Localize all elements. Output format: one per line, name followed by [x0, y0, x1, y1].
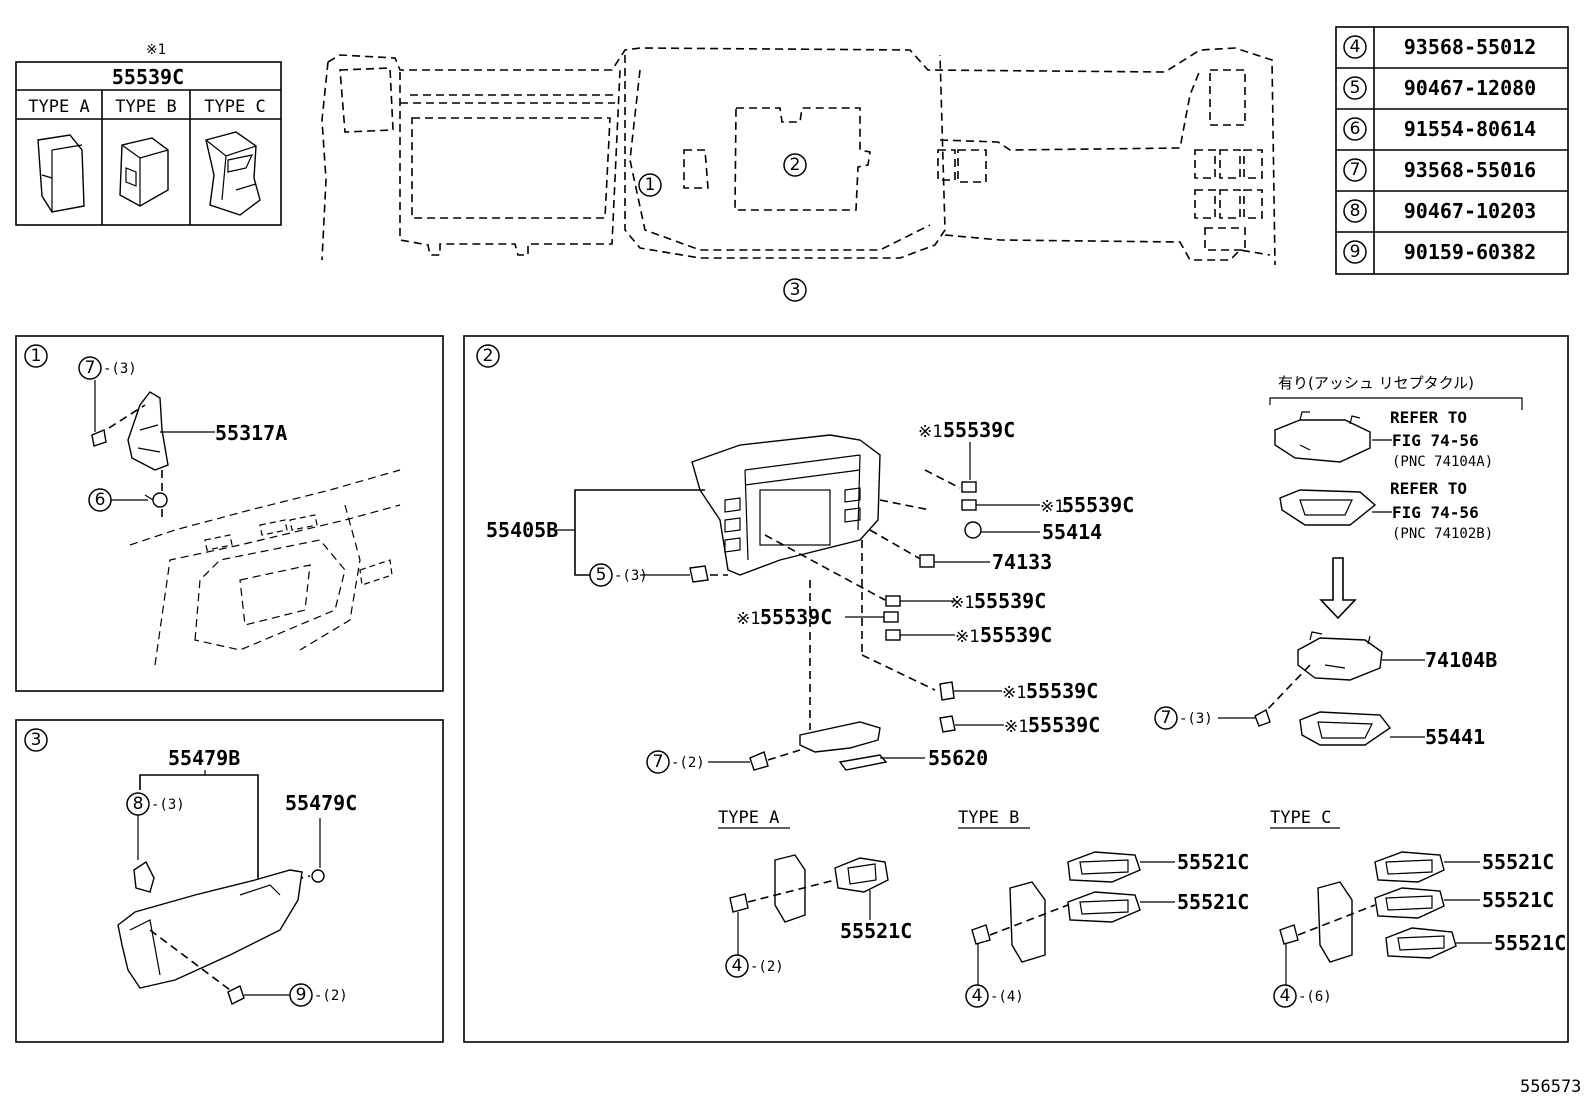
- switch-blank-type-b-drawing: [119, 137, 169, 207]
- panel-2-55521c-c1: 55521C: [1482, 850, 1554, 874]
- panel-2-refer2-line3: (PNC 74102B): [1392, 526, 1493, 542]
- panel-2-note-a: ※1: [918, 422, 942, 442]
- panel-3-part-55479B: 55479B: [168, 746, 240, 770]
- panel-2-55539c-b: 55539C: [1062, 493, 1134, 517]
- fastener-part-number: 93568-55016: [1404, 158, 1536, 182]
- type-table: ※1 55539C TYPE A TYPE B TYPE C: [15, 42, 282, 226]
- type-table-type-b: TYPE B: [115, 97, 176, 117]
- panel-2-part-55405B: 55405B: [486, 518, 558, 542]
- panel-2-refer1-line1: REFER TO: [1390, 408, 1467, 427]
- panel-3-qty-8: -(3): [151, 797, 185, 813]
- fastener-part-number: 91554-80614: [1404, 117, 1536, 141]
- panel-2-ref-4b: 4: [972, 986, 983, 1006]
- panel-2-ref-7: 7: [653, 752, 664, 772]
- panel-2-ref-5: 5: [596, 565, 607, 585]
- panel-2-note-b: ※1: [1040, 497, 1064, 517]
- panel-3-part-55479C: 55479C: [285, 791, 357, 815]
- fastener-part-number: 90159-60382: [1404, 240, 1536, 264]
- panel-3-ref-9: 9: [296, 985, 307, 1005]
- panel-2-note-f: ※1: [1002, 683, 1026, 703]
- fastener-part-number: 93568-55012: [1404, 35, 1536, 59]
- fastener-ref-circle: [1343, 76, 1367, 100]
- panel-2-qty-7b: -(3): [1179, 711, 1213, 727]
- fastener-ref: 6: [1350, 119, 1361, 139]
- panel-3-qty-9: -(2): [314, 988, 348, 1004]
- type-table-note: ※1: [146, 42, 166, 58]
- panel-2-55539c-d: 55539C: [760, 605, 832, 629]
- type-table-type-c: TYPE C: [204, 97, 265, 117]
- overview-callout-1: 1: [645, 175, 656, 195]
- panel-2-type-b: TYPE B: [958, 808, 1019, 828]
- panel-2-55539c-e: 55539C: [980, 623, 1052, 647]
- panel-2-ref-4c: 4: [1280, 986, 1291, 1006]
- panel-2-part-55620: 55620: [928, 746, 988, 770]
- panel-2-note-e: ※1: [955, 627, 979, 647]
- fastener-ref: 8: [1350, 201, 1361, 221]
- panel-2: 2 55405B 5 -(3) ※1 55539C ※1 55539C 5541…: [463, 335, 1569, 1043]
- fastener-ref: 9: [1350, 242, 1361, 262]
- panel-2-refer1-line2: FIG 74-56: [1392, 431, 1479, 450]
- overview-callout-3: 3: [790, 280, 801, 300]
- panel-2-55521c-c2: 55521C: [1482, 888, 1554, 912]
- panel-2-part-74133: 74133: [992, 550, 1052, 574]
- switch-blank-type-c-drawing: [205, 131, 261, 216]
- panel-1-id: 1: [31, 346, 42, 366]
- panel-2-part-74104B: 74104B: [1425, 648, 1497, 672]
- type-table-part: 55539C: [112, 65, 184, 89]
- fastener-ref-circle: [1343, 158, 1367, 182]
- panel-2-ref-7b: 7: [1161, 708, 1172, 728]
- panel-2-note-c: ※1: [950, 593, 974, 613]
- panel-2-part-55414: 55414: [1042, 520, 1102, 544]
- panel-2-55539c-a: 55539C: [943, 418, 1015, 442]
- dashboard-overview: 1 2 3: [321, 47, 1276, 302]
- fastener-part-number: 90467-10203: [1404, 199, 1536, 223]
- panel-1-qty-7: -(3): [103, 361, 137, 377]
- panel-1: 1 55317A 7 -(3) 6: [15, 335, 444, 692]
- panel-2-part-55441: 55441: [1425, 725, 1485, 749]
- fastener-ref: 5: [1350, 78, 1361, 98]
- fastener-ref-circle: [1343, 117, 1367, 141]
- type-table-type-a: TYPE A: [28, 97, 89, 117]
- panel-2-refer2-line1: REFER TO: [1390, 479, 1467, 498]
- panel-2-qty-7: -(2): [671, 755, 705, 771]
- panel-2-55521c-a: 55521C: [840, 919, 912, 943]
- switch-blank-type-a-drawing: [37, 134, 85, 213]
- panel-2-note-g: ※1: [1004, 717, 1028, 737]
- panel-3-id: 3: [31, 730, 42, 750]
- fastener-ref-circle: [1343, 240, 1367, 264]
- panel-2-55539c-g: 55539C: [1028, 713, 1100, 737]
- panel-2-refer2-line2: FIG 74-56: [1392, 503, 1479, 522]
- fastener-ref: 7: [1350, 160, 1361, 180]
- panel-2-qty-4c: -(6): [1298, 989, 1332, 1005]
- fastener-table: 4 93568-55012 5 90467-12080 6 91554-80614 7 935…: [1335, 26, 1569, 275]
- panel-2-type-a: TYPE A: [718, 808, 779, 828]
- panel-1-part-55317A: 55317A: [215, 421, 287, 445]
- panel-3: 3 55479B 8 -(3) 55479C 9 -(2): [15, 719, 444, 1043]
- overview-callout-2: 2: [790, 155, 801, 175]
- fastener-ref-circle: [1343, 35, 1367, 59]
- panel-2-55521c-c3: 55521C: [1494, 931, 1566, 955]
- panel-2-qty-5: -(3): [614, 568, 648, 584]
- panel-2-qty-4a: -(2): [750, 959, 784, 975]
- panel-2-qty-4b: -(4): [990, 989, 1024, 1005]
- panel-1-ref-6: 6: [95, 490, 106, 510]
- panel-3-ref-8: 8: [133, 794, 144, 814]
- fastener-ref-circle: [1343, 199, 1367, 223]
- panel-2-55539c-f: 55539C: [1026, 679, 1098, 703]
- panel-2-55539c-c: 55539C: [974, 589, 1046, 613]
- fastener-ref: 4: [1350, 37, 1361, 57]
- panel-2-55521c-b1: 55521C: [1177, 850, 1249, 874]
- diagram-id: 556573: [1520, 1077, 1581, 1097]
- fastener-part-number: 90467-12080: [1404, 76, 1536, 100]
- panel-2-ref-4a: 4: [732, 956, 743, 976]
- panel-2-refer1-line3: (PNC 74104A): [1392, 454, 1493, 470]
- panel-1-ref-7: 7: [85, 358, 96, 378]
- panel-2-type-c: TYPE C: [1270, 808, 1331, 828]
- panel-2-id: 2: [483, 346, 494, 366]
- panel-2-ash-header: 有り(アッシュ リセプタクル): [1278, 374, 1474, 392]
- panel-2-55521c-b2: 55521C: [1177, 890, 1249, 914]
- panel-2-note-d: ※1: [736, 609, 760, 629]
